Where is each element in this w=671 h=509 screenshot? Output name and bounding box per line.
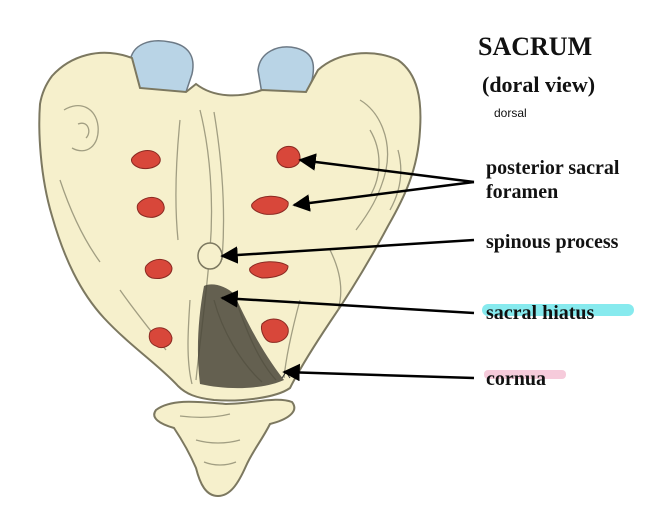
label-sacral-hiatus: sacral hiatus (486, 302, 595, 324)
foramen-right-1 (276, 145, 301, 169)
sacral-hiatus-highlight (482, 304, 634, 316)
spinous-process-tubercle (197, 242, 223, 270)
label-posterior-sacral-foramen: posterior sacral foramen (486, 156, 620, 204)
foramen-left-3 (144, 259, 173, 279)
left-articular-cartilage (129, 40, 194, 93)
pointer-foramen-lower (292, 180, 475, 212)
sacral-hiatus-shape (197, 284, 284, 389)
foramen-right-4 (261, 318, 289, 343)
dorsal-note: dorsal (494, 106, 527, 120)
pointer-lines (220, 153, 475, 382)
cornua-highlight (484, 370, 566, 379)
foramen-left-2 (136, 197, 165, 218)
pointer-cornua (282, 363, 475, 382)
right-articular-cartilage (257, 46, 315, 95)
label-posterior-sacral-foramen-line2: foramen (486, 181, 559, 203)
foramen-left-1 (131, 150, 161, 169)
foramen-right-2 (251, 195, 289, 215)
posterior-sacral-foramina (131, 145, 301, 349)
pointer-sacral-hiatus (220, 290, 475, 315)
foramen-left-4 (148, 327, 173, 349)
page-title: SACRUM (478, 32, 593, 61)
foramen-right-3 (249, 261, 289, 279)
sacrum-illustration (38, 40, 422, 498)
page-subtitle: (doral view) (482, 72, 596, 97)
label-cornua: cornua (486, 368, 546, 390)
label-posterior-sacral-foramen-line1: posterior sacral (486, 157, 620, 179)
sacrum-body (38, 51, 422, 402)
pointer-foramen-upper (298, 153, 475, 184)
coccyx (153, 398, 296, 498)
pointer-spinous-process (220, 238, 475, 264)
label-spinous-process: spinous process (486, 231, 619, 253)
